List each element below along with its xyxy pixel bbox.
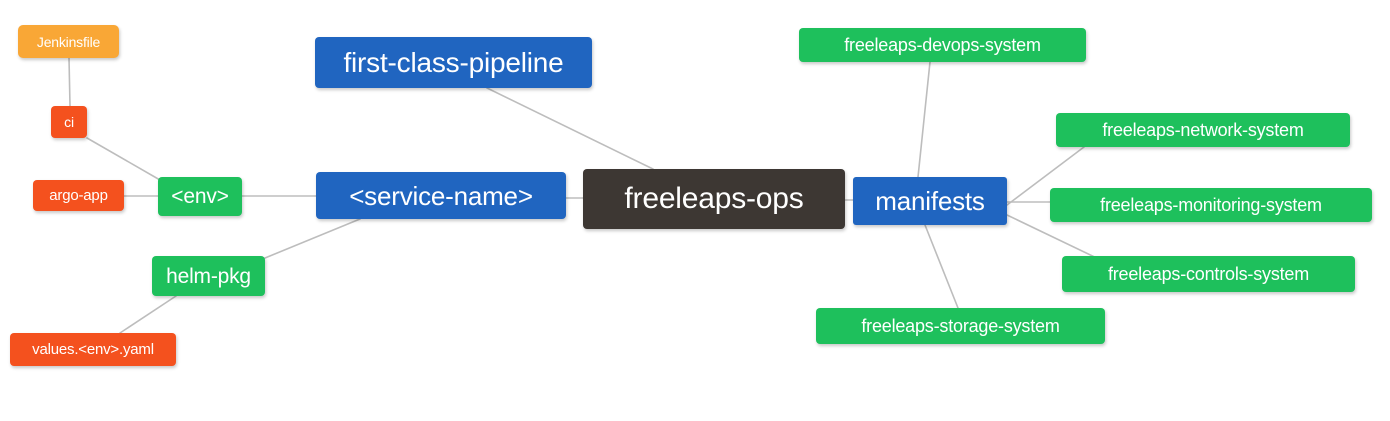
- node-label-freeleaps-monitoring-system: freeleaps-monitoring-system: [1100, 195, 1322, 215]
- node-label-freeleaps-storage-system: freeleaps-storage-system: [861, 316, 1060, 336]
- node-label-ci: ci: [64, 114, 74, 130]
- node-jenkinsfile[interactable]: Jenkinsfile: [18, 25, 119, 58]
- edge-manifests-storage: [924, 224, 959, 309]
- edge-manifests-controls: [1006, 214, 1106, 263]
- node-label-freeleaps-controls-system: freeleaps-controls-system: [1107, 264, 1310, 284]
- edge-pipeline-ops: [486, 87, 654, 170]
- node-label-service-name: <service-name>: [349, 180, 533, 211]
- node-freeleaps-network-system[interactable]: freeleaps-network-system: [1056, 113, 1350, 147]
- node-freeleaps-monitoring-system[interactable]: freeleaps-monitoring-system: [1050, 188, 1372, 222]
- node-argo-app[interactable]: argo-app: [33, 180, 124, 211]
- node-label-jenkinsfile: Jenkinsfile: [36, 33, 101, 50]
- node-freeleaps-devops-system[interactable]: freeleaps-devops-system: [799, 28, 1086, 62]
- edge-servicename-helmpkg: [264, 218, 361, 259]
- node-first-class-pipeline[interactable]: first-class-pipeline: [315, 37, 592, 88]
- node-label-helm-pkg: helm-pkg: [166, 264, 251, 288]
- node-freeleaps-ops[interactable]: freeleaps-ops: [583, 169, 845, 229]
- node-label-freeleaps-ops: freeleaps-ops: [624, 182, 804, 215]
- node-manifests[interactable]: manifests: [853, 177, 1007, 225]
- node-label-first-class-pipeline: first-class-pipeline: [343, 46, 564, 78]
- node-freeleaps-storage-system[interactable]: freeleaps-storage-system: [816, 308, 1105, 344]
- node-ci[interactable]: ci: [51, 106, 87, 138]
- node-label-freeleaps-network-system: freeleaps-network-system: [1102, 120, 1304, 140]
- edge-jenkinsfile-ci: [68, 57, 71, 107]
- node-label-values-yaml: values.<env>.yaml: [32, 341, 154, 358]
- edge-manifests-devops: [917, 61, 931, 178]
- node-label-manifests: manifests: [875, 186, 985, 216]
- node-freeleaps-controls-system[interactable]: freeleaps-controls-system: [1062, 256, 1355, 292]
- edge-helmpkg-valuesyaml: [119, 295, 177, 334]
- node-values-yaml[interactable]: values.<env>.yaml: [10, 333, 176, 366]
- node-label-freeleaps-devops-system: freeleaps-devops-system: [844, 35, 1041, 55]
- node-helm-pkg[interactable]: helm-pkg: [152, 256, 265, 296]
- node-env[interactable]: <env>: [158, 177, 242, 216]
- node-label-argo-app: argo-app: [49, 187, 108, 204]
- node-label-env: <env>: [171, 185, 229, 208]
- edge-ci-env: [86, 137, 161, 181]
- node-service-name[interactable]: <service-name>: [316, 172, 566, 219]
